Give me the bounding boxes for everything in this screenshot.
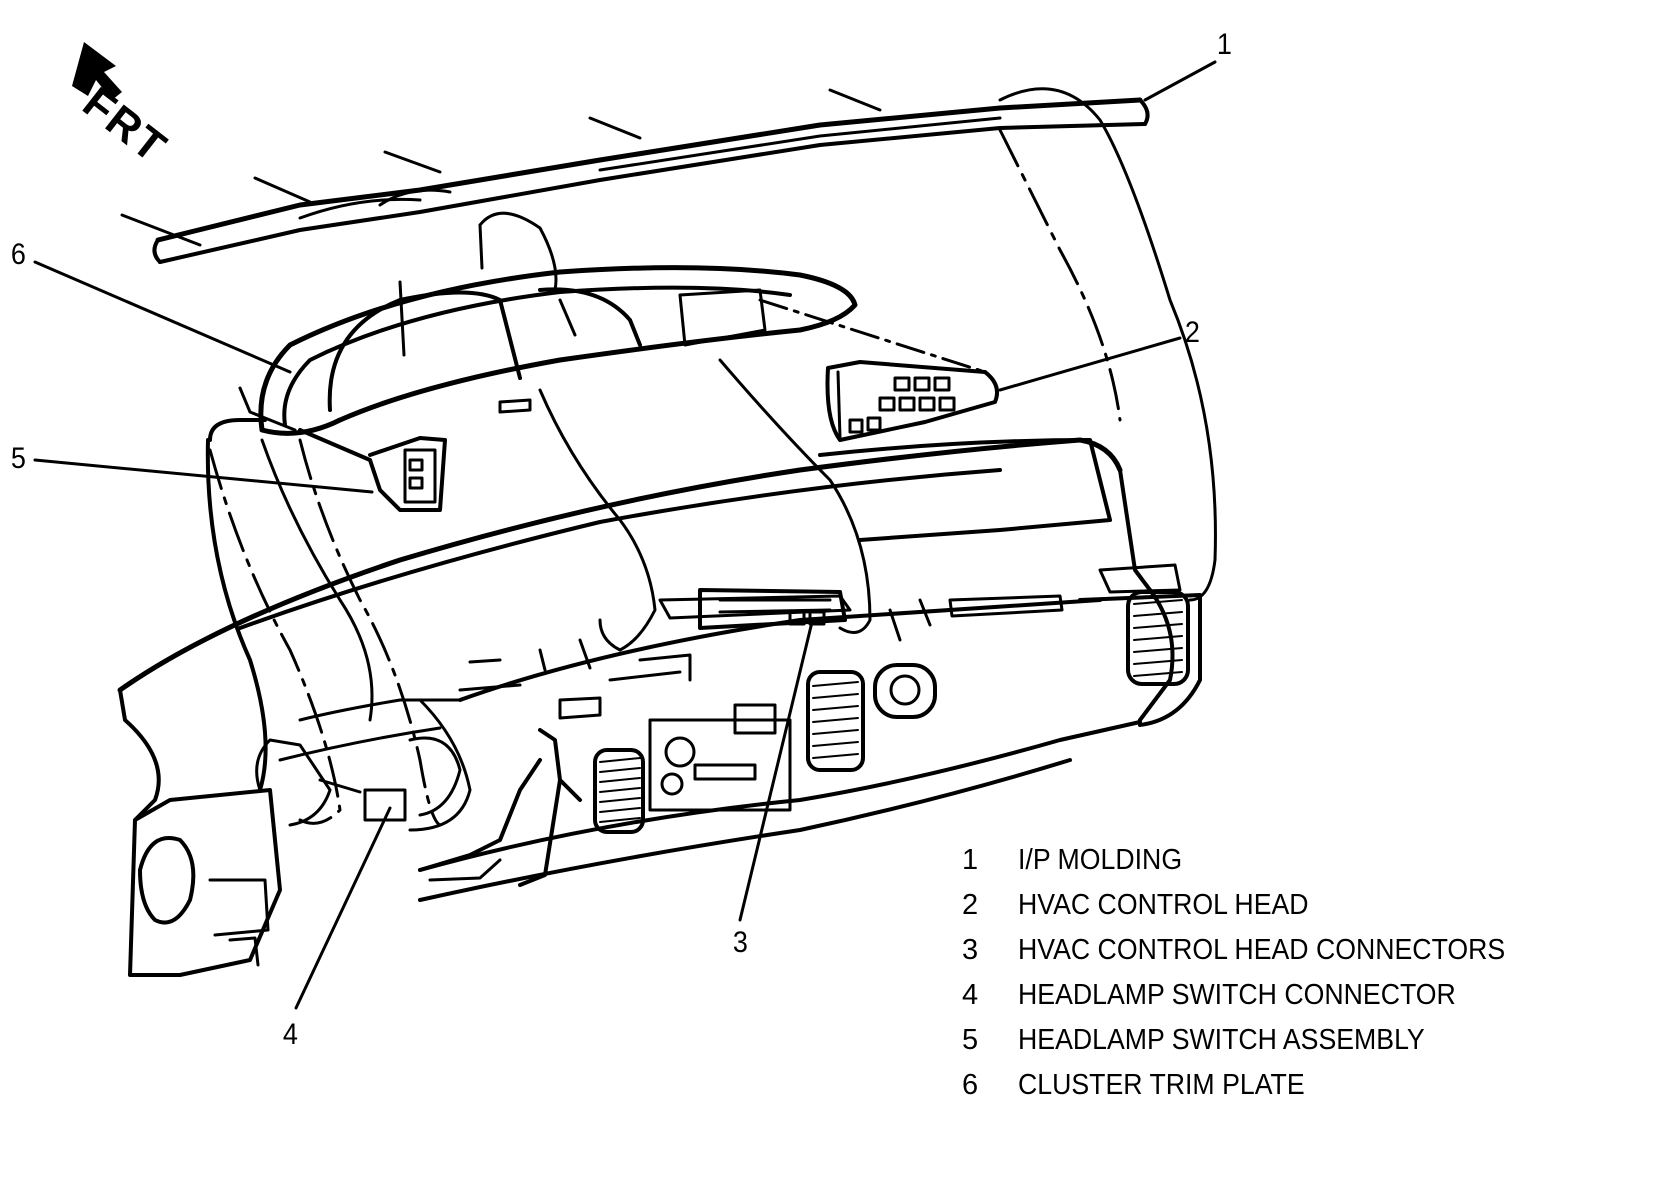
ip-molding — [120, 88, 1150, 264]
diagram-artwork — [33, 42, 1217, 1010]
leader-lines — [33, 60, 1217, 1010]
legend-text: CLUSTER TRIM PLATE — [1018, 1069, 1305, 1101]
exploded-dash-diagram: FRT 1 2 3 4 5 6 1 I/P MOLDING 2 HVAC CON… — [10, 28, 1548, 1108]
callout-6: 6 — [10, 238, 26, 271]
headlamp-switch-assembly — [238, 386, 447, 512]
legend-item: 2 HVAC CONTROL HEAD — [962, 883, 1548, 928]
legend-text: HVAC CONTROL HEAD CONNECTORS — [1018, 934, 1506, 966]
legend-text: I/P MOLDING — [1018, 844, 1183, 876]
legend-number: 2 — [962, 889, 979, 921]
legend-item: 5 HEADLAMP SWITCH ASSEMBLY — [962, 1018, 1548, 1063]
legend-number: 4 — [962, 979, 979, 1011]
legend-text: HVAC CONTROL HEAD — [1018, 889, 1309, 921]
legend-number: 6 — [962, 1069, 979, 1101]
legend-item: 1 I/P MOLDING — [962, 838, 1548, 883]
legend-text: HEADLAMP SWITCH CONNECTOR — [1018, 979, 1456, 1011]
legend-number: 1 — [962, 844, 979, 876]
front-arrow-icon — [72, 42, 122, 100]
callout-4: 4 — [282, 1018, 298, 1051]
callout-2: 2 — [1184, 316, 1200, 349]
hvac-control-head — [758, 298, 999, 442]
callout-5: 5 — [10, 442, 26, 475]
callout-3: 3 — [732, 926, 748, 959]
legend-item: 4 HEADLAMP SWITCH CONNECTOR — [962, 973, 1548, 1018]
callout-1: 1 — [1216, 28, 1232, 61]
instrument-panel — [117, 418, 1202, 977]
cluster-trim-plate — [258, 211, 858, 436]
parts-legend: 1 I/P MOLDING 2 HVAC CONTROL HEAD 3 HVAC… — [962, 838, 1548, 1108]
legend-number: 5 — [962, 1024, 979, 1056]
legend-number: 3 — [962, 934, 979, 966]
legend-text: HEADLAMP SWITCH ASSEMBLY — [1018, 1024, 1425, 1056]
assembly-phantom-lines — [208, 87, 1217, 832]
legend-item: 6 CLUSTER TRIM PLATE — [962, 1063, 1548, 1108]
legend-item: 3 HVAC CONTROL HEAD CONNECTORS — [962, 928, 1548, 973]
